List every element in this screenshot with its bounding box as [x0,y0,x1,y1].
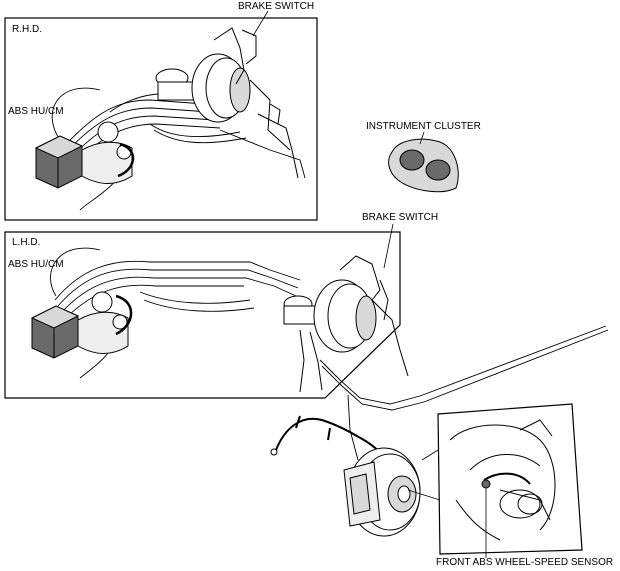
instrument-cluster-leader [419,131,425,145]
lhd-brake-switch-leader [383,223,394,269]
lhd-panel [4,231,401,399]
sensor-detail-box [407,403,583,555]
lhd-label: L.H.D. [12,237,41,248]
rhd-brake-booster [155,27,299,179]
instrument-cluster-graphic [388,138,459,193]
lhd-brake-booster [283,255,409,393]
front-sensor-label: FRONT ABS WHEEL-SPEED SENSOR [436,557,614,568]
instrument-cluster-label: INSTRUMENT CLUSTER [366,121,481,132]
front-wheel-hub [343,447,421,537]
harness-connector [270,448,278,456]
brake-switch-label-lhd: BRAKE SWITCH [362,212,439,223]
brake-switch-label-top: BRAKE SWITCH [238,1,315,12]
rhd-panel [4,17,318,221]
abs-rhd-label: ABS HU/CM [8,106,64,117]
lhd-brake-lines [50,247,301,379]
front-brake-line [319,325,609,461]
rhd-abs-unit [34,121,135,189]
lhd-abs-unit [30,291,133,359]
rhd-brake-switch-leader [252,10,269,37]
rhd-label: R.H.D. [12,24,42,35]
abs-lhd-label: ABS HU/CM [8,259,64,270]
